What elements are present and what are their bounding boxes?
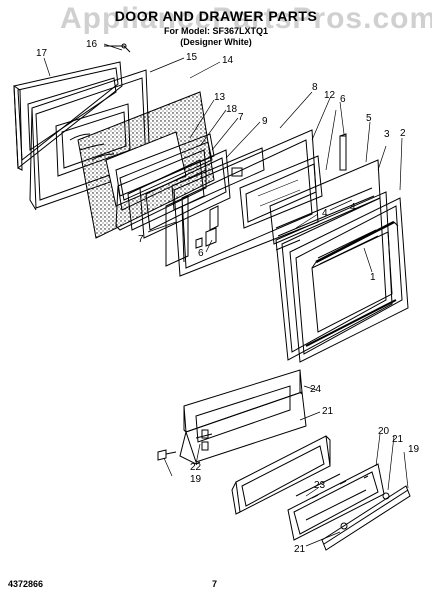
callout-17: 19: [190, 474, 202, 485]
part-15-outer-door-panel: [13, 61, 123, 171]
callout-6-lower: 6: [198, 248, 204, 259]
part-24-drawer-body: [179, 369, 307, 465]
callout-3: 3: [384, 129, 390, 140]
callout-24: 24: [310, 384, 322, 395]
callout-18: 20: [378, 426, 390, 437]
part-20-drawer-front-liner: [231, 435, 331, 515]
callout-15: 17: [36, 48, 48, 59]
callout-14: 16: [86, 39, 98, 50]
part-11-16-window-glass: [115, 133, 215, 231]
part-4-glass-seal: [275, 187, 375, 251]
part-21-trim-clip: [340, 492, 390, 530]
callout-11: 13: [214, 92, 226, 103]
part-6-bracket: [339, 133, 347, 171]
callout-5: 5: [366, 113, 372, 124]
callout-13: 15: [186, 52, 198, 63]
callout-7-upper: 7: [238, 112, 244, 123]
callout-labels: 17 16 15 14 13 18 7 9 8 12 6 5 3 2 7 6 4…: [36, 39, 420, 555]
part-9-baffle: [171, 147, 265, 211]
callout-1: 1: [370, 272, 376, 283]
watermark: AppliancePartsPros.com: [60, 2, 432, 35]
callout-21-upper: 21: [392, 434, 404, 445]
callout-7-lower: 7: [138, 234, 144, 245]
callout-23: 23: [314, 480, 326, 491]
page-number: 7: [212, 579, 218, 589]
callout-21-lower: 21: [294, 544, 306, 555]
part-7-door-spacer-lower: [165, 195, 189, 267]
part-22-drawer-slide: [195, 429, 213, 451]
callout-12: 14: [222, 55, 234, 66]
model-line: For Model: SF367LXTQ1: [163, 26, 268, 36]
callout-20: 21: [322, 406, 334, 417]
part-7-door-spacer-upper: [139, 149, 231, 239]
callout-9: 9: [262, 116, 268, 127]
part-19-drawer-trim: [321, 485, 411, 551]
part-1-door-handle: [311, 220, 399, 269]
callout-2: 2: [400, 128, 406, 139]
callout-leaders: [43, 43, 409, 547]
callout-8: 8: [312, 82, 318, 93]
document-number: 4372866: [8, 579, 44, 589]
part-17-screw: [157, 449, 177, 461]
callout-22: 22: [190, 462, 202, 473]
callout-16: 18: [226, 104, 238, 115]
callout-10: 12: [324, 90, 336, 101]
callout-19: 19: [408, 444, 420, 455]
part-2-3-outer-door: [275, 191, 409, 363]
color-line: (Designer White): [180, 37, 252, 47]
callout-4-right: 4: [350, 202, 356, 213]
callout-6-upper: 6: [340, 94, 346, 105]
part-18-drawer-panel: [287, 463, 385, 541]
diagram-title: DOOR AND DRAWER PARTS: [114, 8, 318, 24]
callout-4-left: 4: [322, 208, 328, 219]
part-10-inner-glass: [239, 155, 323, 229]
